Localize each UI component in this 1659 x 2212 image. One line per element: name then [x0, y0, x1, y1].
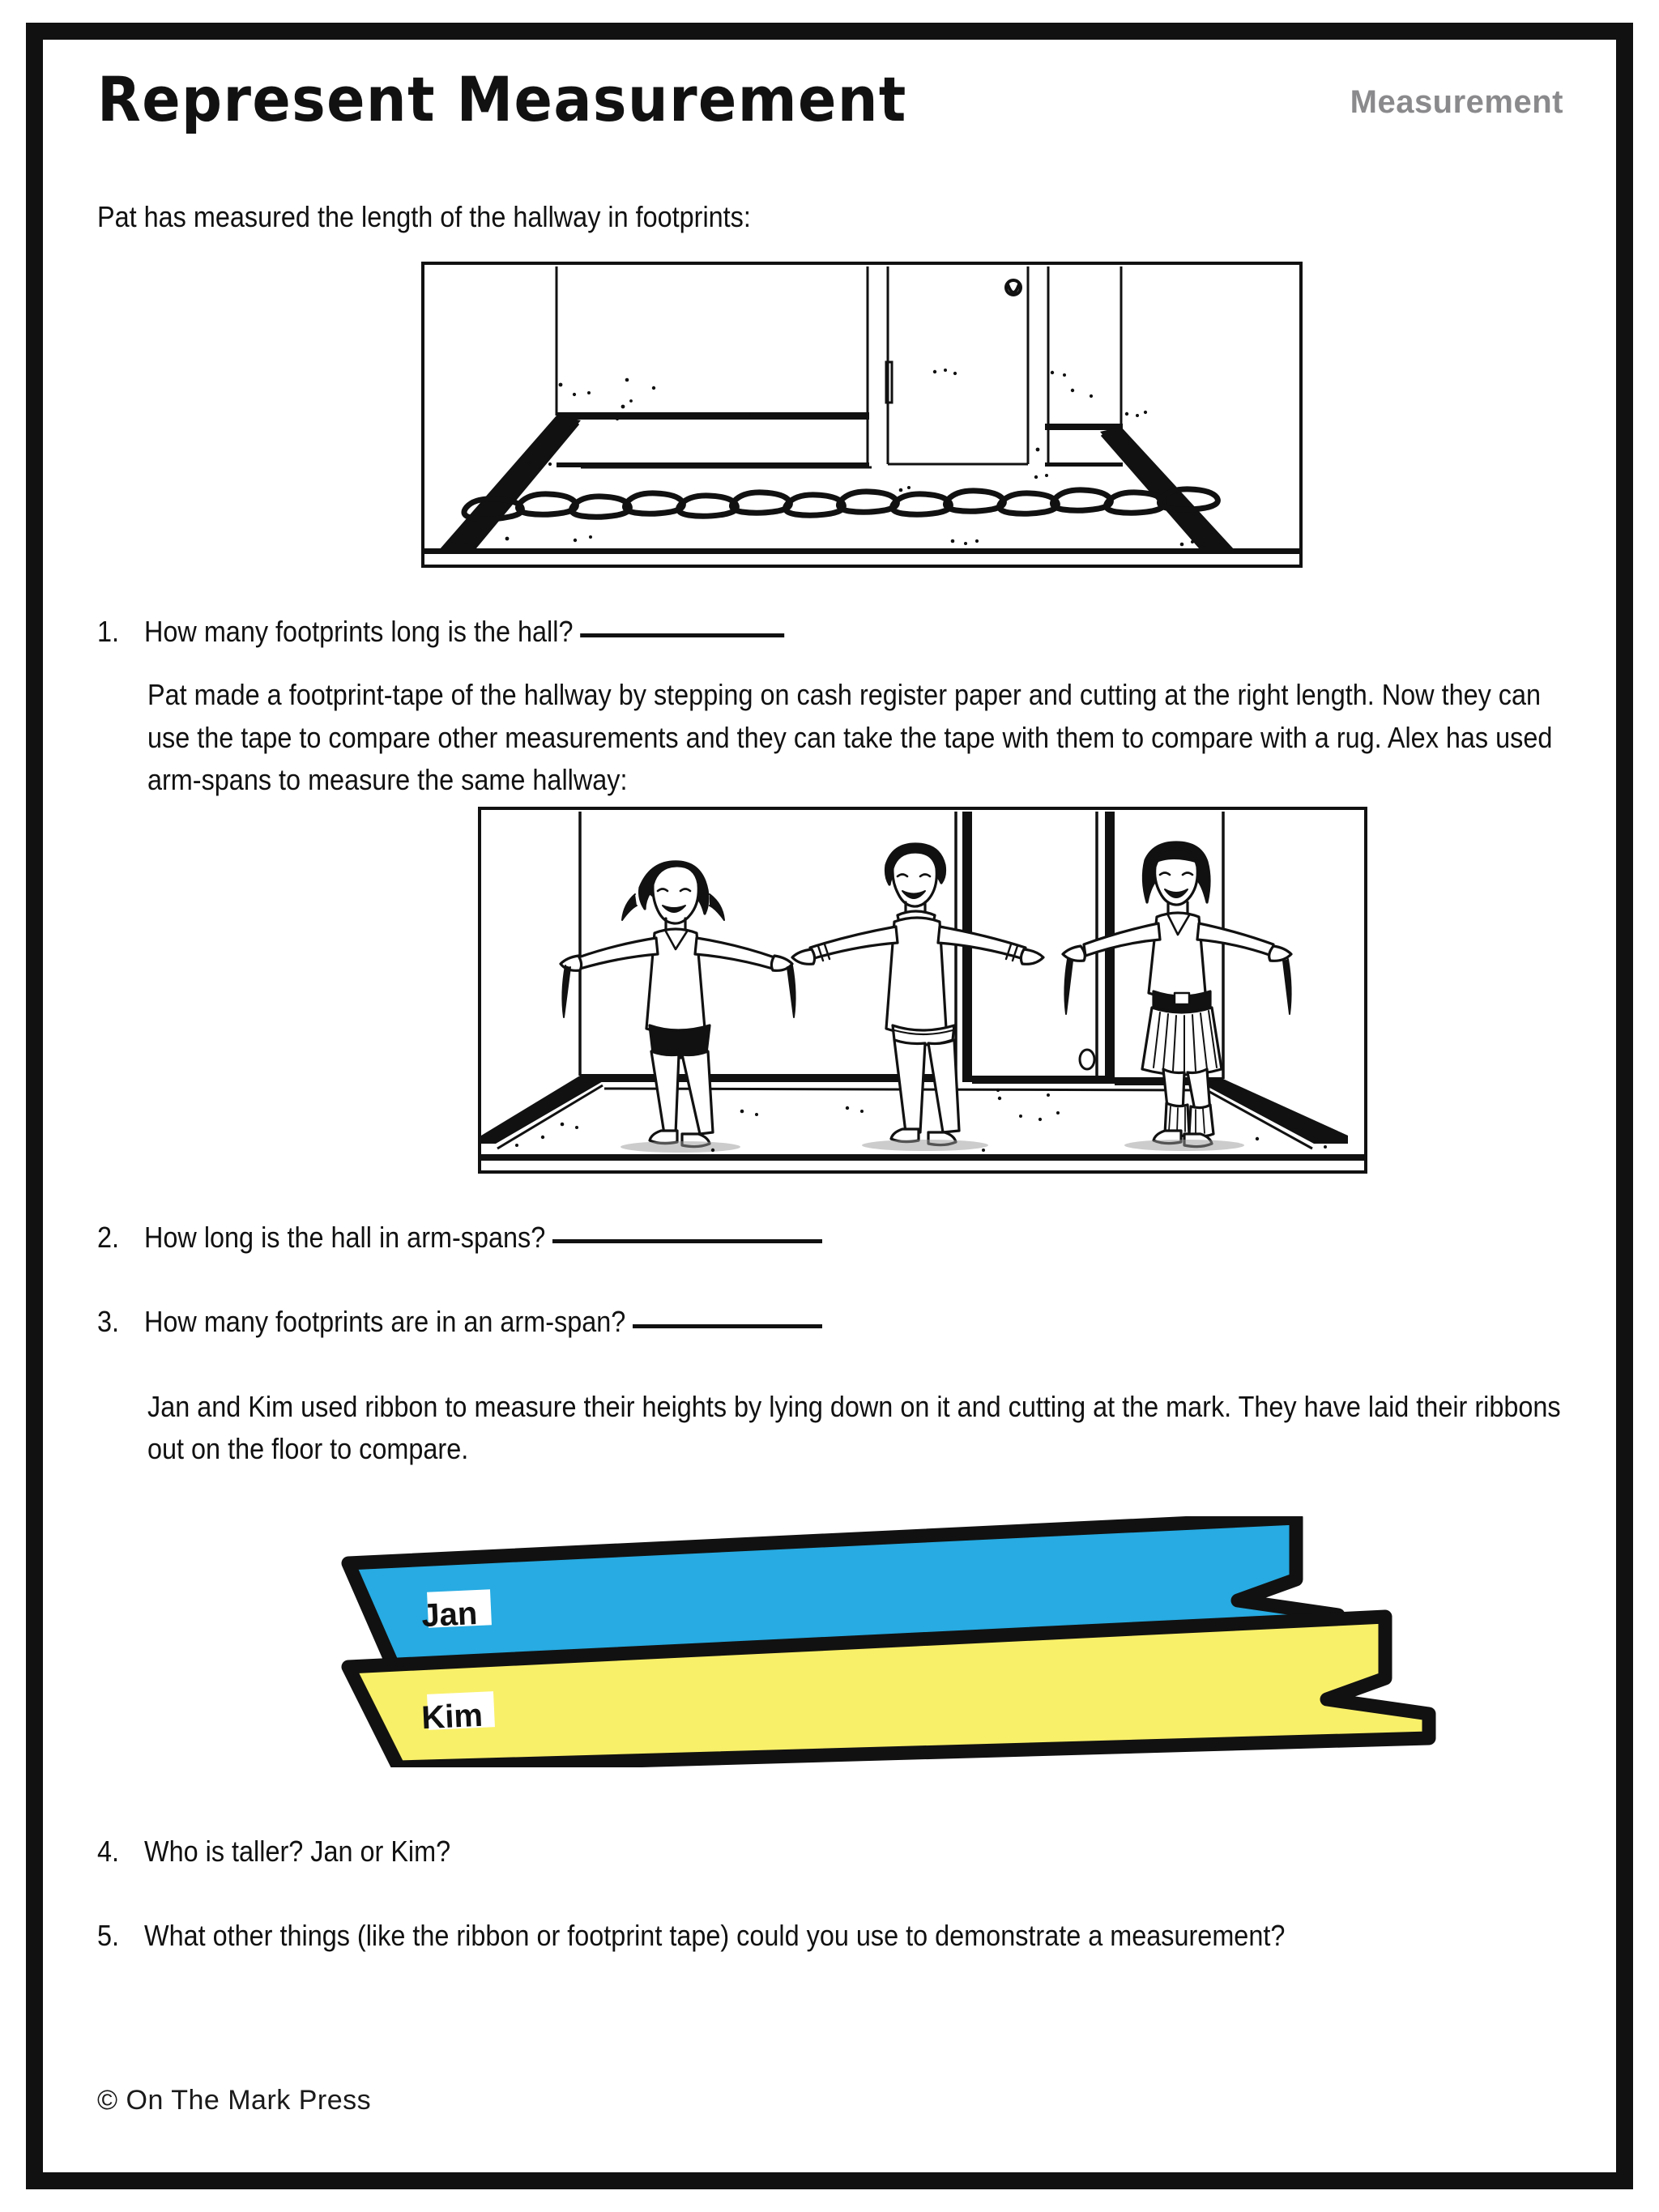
question-1: 1. How many footprints long is the hall?: [97, 611, 1563, 654]
question-2-answer-blank[interactable]: [552, 1239, 823, 1244]
question-3-text: How many footprints are in an arm-span?: [144, 1301, 823, 1344]
question-2-number: 2.: [97, 1220, 120, 1254]
question-1-number: 1.: [97, 614, 120, 648]
copyright-icon: ©: [97, 2085, 118, 2116]
ribbon-kim: [341, 1609, 1436, 1775]
ribbon-jan-label: Jan: [420, 1589, 492, 1634]
question-5: 5. What other things (like the ribbon or…: [97, 1915, 1563, 1958]
page-header: Represent Measurement Measurement: [97, 57, 1563, 154]
page-title: Represent Measurement: [97, 63, 907, 135]
intro-text: Pat has measured the length of the hallw…: [97, 200, 751, 233]
footprint-tape-paragraph: Pat made a footprint-tape of the hallway…: [147, 678, 1553, 797]
ribbon-comparison-figure: Jan Kim: [340, 1511, 1563, 1775]
page-content: Represent Measurement Measurement Pat ha…: [97, 57, 1563, 1958]
ribbon-jan-label-text: Jan: [420, 1596, 478, 1634]
strand-label: Measurement: [1350, 84, 1563, 120]
footer-copyright: © On The Mark Press: [97, 2085, 371, 2116]
armspan-illustration: [481, 809, 1364, 1170]
armspan-figure-frame: [478, 806, 1367, 1174]
ribbon-kim-label-text: Kim: [420, 1698, 483, 1736]
ribbon-kim-label: Kim: [420, 1691, 495, 1736]
question-1-answer-blank[interactable]: [580, 633, 785, 638]
hallway-figure-frame: [421, 261, 1303, 568]
child-right: [1061, 841, 1293, 1148]
armspan-figure: [478, 806, 1563, 1174]
ribbons-illustration: Jan Kim: [341, 1511, 1436, 1775]
question-3: 3. How many footprints are in an arm-spa…: [97, 1301, 1563, 1344]
question-2-text: How long is the hall in arm-spans?: [144, 1217, 823, 1259]
question-4: 4. Who is taller? Jan or Kim?: [97, 1831, 1563, 1873]
question-2: 2. How long is the hall in arm-spans?: [97, 1217, 1563, 1259]
ribbon-intro-paragraph: Jan and Kim used ribbon to measure their…: [147, 1389, 1561, 1466]
question-4-text: Who is taller? Jan or Kim?: [144, 1834, 451, 1868]
hallway-figure: [421, 261, 1563, 569]
child-centre: [791, 842, 1045, 1146]
question-4-number: 4.: [97, 1834, 120, 1868]
child-left: [559, 860, 796, 1148]
question-1-text: How many footprints long is the hall?: [144, 611, 785, 654]
publisher-name: On The Mark Press: [126, 2085, 372, 2116]
question-5-number: 5.: [97, 1919, 120, 1953]
question-3-answer-blank[interactable]: [633, 1323, 823, 1328]
hallway-illustration: [424, 264, 1299, 565]
question-5-text: What other things (like the ribbon or fo…: [144, 1919, 1286, 1953]
question-3-number: 3.: [97, 1305, 120, 1339]
